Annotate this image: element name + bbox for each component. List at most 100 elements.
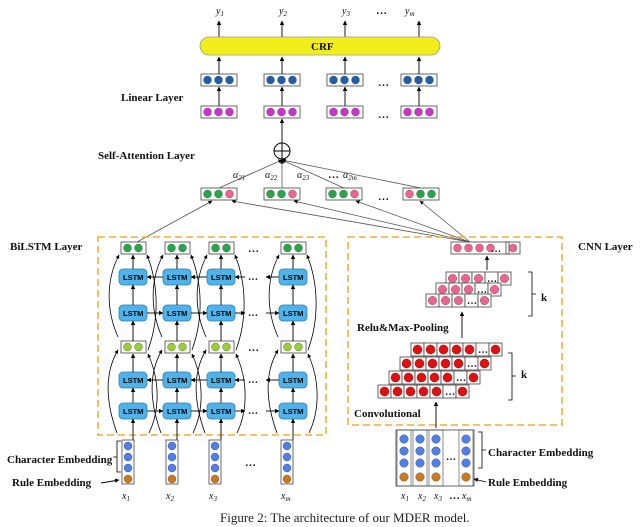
pool-row-node: [490, 285, 499, 294]
input-x2-right: x2: [417, 491, 426, 503]
linear-purple-cell-node: [203, 107, 212, 117]
embedding-ellipsis: …: [245, 457, 256, 469]
output-y2: y2: [278, 6, 287, 18]
bilstm-mid-cell-node: [123, 342, 132, 352]
lstm-label: LSTM: [167, 376, 187, 385]
conv-row-node: [401, 358, 412, 369]
linear-purple-cell-node: [414, 107, 423, 117]
bilstm-mid-cell-node: [167, 342, 176, 352]
input-x2-left: x2: [165, 491, 174, 503]
self-attention-layer-label: Self-Attention Layer: [98, 150, 195, 162]
rule-embedding-label-left: Rule Embedding: [12, 477, 92, 489]
char-embedding-node: [210, 441, 220, 451]
conv-row-node: [412, 344, 423, 355]
subscript: 2: [170, 495, 174, 503]
char-brace-right: [478, 431, 486, 469]
rule-embedding-node: [282, 474, 292, 484]
rule-embedding-node: [415, 472, 425, 482]
char-embedding-node: [123, 441, 133, 451]
conv-row-node: [431, 386, 442, 397]
convolutional-label: Convolutional: [354, 408, 421, 420]
conv-row-node: [418, 386, 429, 397]
linear-purple-cell-node: [351, 107, 360, 117]
linear-blue-cell-node: [288, 75, 297, 85]
cnn-layer: ……………………: [377, 241, 536, 428]
linear-blue-cell-node: [340, 75, 349, 85]
lstm-label: LSTM: [283, 376, 303, 385]
embedding-ellipsis: …: [446, 452, 456, 463]
rule-embedding-node: [399, 472, 409, 482]
linear-purple-cell-node: [288, 107, 297, 117]
char-embedding-node: [210, 452, 220, 462]
linear-purple-cell-node: [214, 107, 223, 117]
pool-row-node: [441, 296, 450, 305]
attention-cell-node: [225, 189, 234, 199]
attention-layer: …: [136, 158, 471, 243]
char-embedding-node: [167, 463, 177, 473]
attention-cell-node: [350, 189, 359, 199]
conv-row-node: [451, 344, 462, 355]
linear-blue-cell-node: [203, 75, 212, 85]
subscript: m: [466, 495, 471, 503]
linear-ellipsis: …: [378, 109, 389, 121]
lstm-label: LSTM: [123, 407, 143, 416]
cnn-output-cell-node: [475, 243, 484, 253]
crf-bar: [199, 36, 441, 56]
linear-purple-cell-node: [225, 107, 234, 117]
output-y3: y3: [341, 6, 350, 18]
bilstm-ellipsis: …: [248, 406, 258, 417]
conv-row-node: [427, 358, 438, 369]
linear-blue-cell-node: [214, 75, 223, 85]
char-embedding-node: [167, 441, 177, 451]
bilstm-ellipsis: …: [248, 272, 258, 283]
bilstm-output-cell-node: [222, 243, 231, 253]
crf-label: CRF: [311, 41, 334, 53]
cnn-layer-label: CNN Layer: [578, 241, 633, 253]
pool-row-node: [451, 285, 460, 294]
attention-cell-node: [266, 189, 275, 199]
output-labels: y1 y2 y3 … ym: [215, 5, 415, 18]
linear-layer-label: Linear Layer: [121, 92, 184, 104]
char-embedding-node: [123, 452, 133, 462]
attention-cell-node: [203, 189, 212, 199]
skip-arrow: [267, 349, 279, 434]
attention-to-sum-arrow: [218, 159, 283, 189]
input-ellipsis-right: …: [449, 490, 460, 502]
skip-arrow: [268, 254, 280, 338]
cnn-ellipsis: …: [477, 285, 487, 296]
cnn-output-cell-node: [464, 243, 473, 253]
conv-row-node: [405, 386, 416, 397]
subscript: 23: [302, 174, 310, 182]
bilstm-mid-cell-node: [294, 342, 303, 352]
rule-embedding-node: [167, 474, 177, 484]
conv-row-node: [390, 372, 401, 383]
conv-row-node: [379, 386, 390, 397]
bilstm-ellipsis: …: [248, 375, 258, 386]
input-x1-right: x1: [400, 491, 409, 503]
skip-arrow: [151, 349, 163, 434]
char-embedding-node: [282, 441, 292, 451]
conv-row-node: [438, 344, 449, 355]
skip-arrow: [146, 254, 157, 351]
lstm-label: LSTM: [167, 309, 187, 318]
bilstm-mid-cell-node: [211, 342, 220, 352]
cnn-ellipsis: …: [467, 296, 477, 307]
linear-purple-cell-node: [277, 107, 286, 117]
conv-row-node: [403, 372, 414, 383]
conv-row-node: [468, 372, 479, 383]
pool-row-node: [454, 296, 463, 305]
subscript: m: [409, 10, 414, 18]
attention-ellipsis: …: [378, 191, 389, 203]
input-labels-right: x1 x2 x3 … xm: [400, 490, 472, 503]
rule-pointer-right: [473, 477, 487, 483]
linear-blue-cell-node: [403, 75, 412, 85]
embedding-column: [208, 439, 222, 485]
embedding-column: [396, 429, 412, 487]
cnn-output-cell-node: [453, 243, 462, 253]
k-brace-conv: [508, 352, 516, 401]
conv-row-node: [392, 386, 403, 397]
k-brace-pool: [528, 271, 536, 317]
linear-blue-cell-node: [351, 75, 360, 85]
linear-blue-cell-node: [225, 75, 234, 85]
